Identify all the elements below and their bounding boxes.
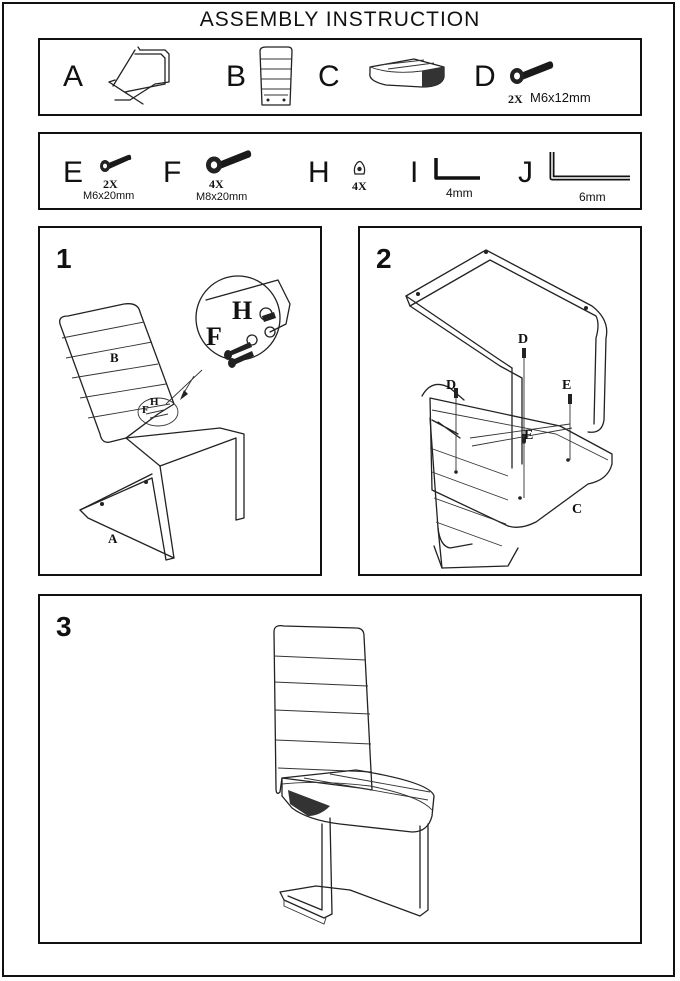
part-letter-e: E — [63, 156, 84, 189]
part-e-size: M6x20mm — [83, 190, 135, 202]
step3-panel — [38, 594, 642, 944]
parts-box-hardware — [38, 132, 642, 210]
step2-label-d1: D — [446, 378, 457, 393]
seat-part-icon — [369, 58, 445, 88]
part-letter-c: C — [318, 60, 340, 93]
step2-label-e2: E — [524, 428, 534, 443]
part-e-qty: 2X — [103, 177, 118, 191]
allen-key-6mm-icon — [549, 152, 630, 181]
part-d-qty: 2X — [508, 92, 523, 106]
part-j-size: 6mm — [579, 190, 606, 204]
parts-box-main — [38, 38, 642, 116]
bolt-d-icon — [510, 61, 554, 84]
step2-label-e1: E — [562, 378, 572, 393]
step1-label-b: B — [110, 350, 119, 365]
step1-label-f-small: F — [142, 404, 149, 416]
step2-label-c: C — [572, 502, 583, 517]
step3-number: 3 — [56, 611, 72, 642]
part-letter-h: H — [308, 156, 330, 189]
part-letter-a: A — [63, 60, 84, 93]
step3-chair-drawing — [273, 624, 435, 925]
part-i-size: 4mm — [446, 186, 473, 200]
step1-number: 1 — [56, 243, 72, 274]
part-f-size: M8x20mm — [196, 191, 248, 203]
part-letter-j: J — [518, 156, 533, 189]
step2-chair-drawing — [405, 249, 613, 569]
backrest-part-icon — [259, 46, 293, 106]
part-h-qty: 4X — [352, 179, 367, 193]
step1-label-h-small: H — [150, 396, 159, 408]
allen-key-4mm-icon — [434, 158, 480, 180]
step1-chair-drawing — [59, 275, 291, 561]
washer-h-icon — [353, 160, 366, 175]
part-letter-b: B — [226, 60, 247, 93]
frame-part-icon — [108, 46, 170, 105]
part-letter-d: D — [474, 60, 496, 93]
part-letter-f: F — [163, 156, 182, 189]
step2-panel — [358, 226, 642, 576]
step2-label-d2: D — [518, 332, 529, 347]
page-title: ASSEMBLY INSTRUCTION — [199, 8, 481, 31]
part-letter-i: I — [410, 156, 419, 189]
part-f-qty: 4X — [209, 177, 224, 191]
step1-label-a: A — [108, 531, 118, 546]
step2-number: 2 — [376, 243, 392, 274]
step1-panel — [38, 226, 322, 576]
part-d-size: M6x12mm — [530, 90, 591, 105]
step1-label-f-big: F — [206, 322, 222, 351]
step1-label-h-big: H — [232, 296, 253, 325]
bolt-f-icon — [206, 150, 252, 174]
bolt-e-icon — [100, 154, 132, 172]
